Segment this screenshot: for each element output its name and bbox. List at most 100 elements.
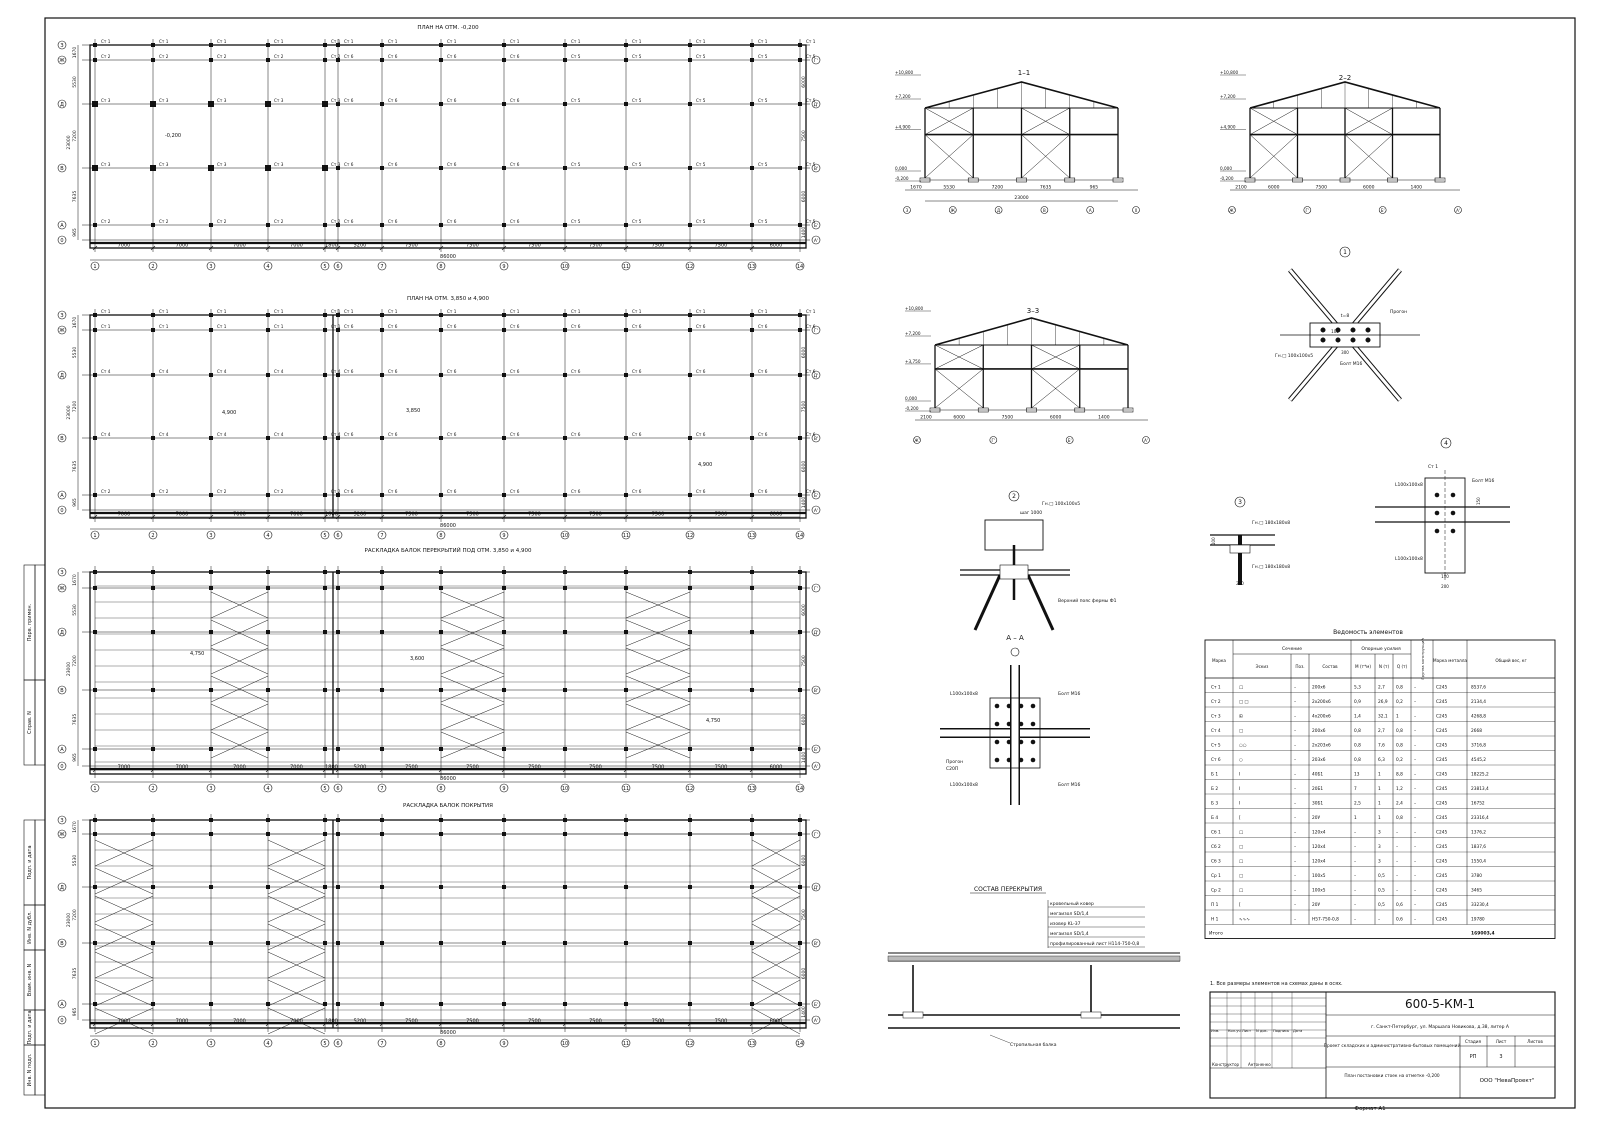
dimension-tick (623, 245, 629, 251)
column-label: Ст 1 (632, 309, 642, 314)
brace (1249, 134, 1298, 179)
column-marker (688, 885, 692, 889)
column-label: Ст 6 (696, 489, 706, 494)
dimension-text: 5530 (943, 185, 955, 191)
axis-number: 8 (439, 1041, 442, 1047)
column-marker (150, 101, 156, 107)
dimension-text: 7635 (72, 461, 78, 473)
column-label: Ст 2 (101, 54, 111, 59)
axis-marker-bottom (560, 530, 570, 540)
schedule-cell: 0,2 (1396, 757, 1403, 763)
sheet-frame (44, 17, 1576, 1109)
schedule-cell: 0,8 (1354, 757, 1361, 763)
dimension-text: 7200 (72, 401, 78, 413)
column-label: Ст 5 (571, 162, 581, 167)
schedule-cell: 1 (1378, 786, 1381, 792)
level-mark: 4,900 (698, 462, 712, 468)
column-marker (688, 166, 692, 170)
column-marker (92, 165, 98, 171)
dimension-tick (379, 245, 385, 251)
axis-marker-bottom (333, 261, 343, 271)
column-label: Ст 5 (632, 54, 642, 59)
column-marker (336, 818, 340, 822)
brace (625, 675, 691, 703)
axis-letter: 0 (60, 508, 63, 514)
axis-letter: Ж' (1229, 208, 1234, 213)
dimension-text: 965 (1090, 185, 1099, 191)
schedule-cell: 20У (1312, 815, 1320, 821)
side-stamp-label: Справ. N (27, 711, 33, 734)
column-marker (380, 373, 384, 377)
column-marker (209, 493, 213, 497)
dimension-text: 965 (72, 753, 78, 762)
column-marker (563, 102, 567, 106)
total-dimension: 86000 (440, 776, 456, 782)
column-label: Ст 3 (217, 162, 227, 167)
dimension-tick (335, 245, 341, 251)
node-marker (1440, 437, 1452, 449)
column-marker (151, 630, 155, 634)
schedule-cell: С245 (1436, 859, 1447, 865)
column-marker (439, 328, 443, 332)
column-label: Ст 1 (806, 309, 816, 314)
axis-marker-bottom (206, 530, 216, 540)
column-marker (266, 688, 270, 692)
tb-role: Конструктор (1212, 1062, 1240, 1067)
column-label: Ст 1 (159, 324, 169, 329)
axis-letter: А' (814, 1018, 818, 1024)
axis-number: 7 (380, 533, 383, 539)
axis-marker-bottom (320, 530, 330, 540)
schedule-cell: I (1239, 772, 1240, 778)
column-marker (323, 43, 327, 47)
dimension-text: 6000 (801, 347, 807, 359)
column-label: Ст 6 (447, 162, 457, 167)
schedule-cell: 0,8 (1396, 728, 1403, 734)
column-marker (502, 586, 506, 590)
axis-marker-bottom (747, 783, 757, 793)
column-marker (151, 586, 155, 590)
axis-letter: Д' (814, 630, 819, 636)
dimension-tick (379, 1021, 385, 1027)
bolt (1030, 757, 1036, 763)
column-marker (336, 885, 340, 889)
tb-col-header: Дата (1293, 1029, 1302, 1033)
column-label: Ст 6 (632, 324, 642, 329)
axis-letter: А' (814, 238, 818, 244)
level-mark: 0,000 (905, 396, 917, 401)
schedule-cell: □ (1239, 831, 1243, 836)
stamp-cell (34, 1009, 46, 1046)
dimension-text: 7500 (715, 765, 728, 771)
node-label: 200 (1441, 584, 1449, 589)
axis-marker-left (57, 99, 67, 109)
side-stamp-label: Инв. N дубл. (27, 911, 33, 944)
total-dimension: 23000 (66, 135, 72, 149)
column-label: Ст 6 (510, 54, 520, 59)
node-label: шаг 1000 (1020, 510, 1042, 516)
column-marker (380, 102, 384, 106)
column-label: Ст 6 (344, 219, 354, 224)
column-marker (209, 818, 213, 822)
node-label: С20П (946, 766, 958, 772)
dimension-tick (265, 1021, 271, 1027)
column-marker (380, 43, 384, 47)
column-label: Ст 6 (758, 489, 768, 494)
tb-person: Антоненко (1248, 1062, 1271, 1067)
axis-marker-left (57, 1015, 67, 1025)
axis-number: 6 (336, 786, 339, 792)
axis-letter: В (60, 941, 64, 947)
column-marker (798, 688, 802, 692)
bolt (1320, 327, 1326, 333)
brace (625, 591, 691, 619)
column-marker (151, 373, 155, 377)
schedule-cell: 20Б1 (1312, 786, 1323, 792)
axis-number: 2 (151, 1041, 154, 1047)
axis-letter: 0 (60, 238, 63, 244)
schedule-cell: 1837,6 (1471, 844, 1486, 850)
schedule-cell: – (1294, 729, 1296, 734)
column-marker (750, 436, 754, 440)
dimension-tick (208, 767, 214, 773)
axis-marker-bottom (560, 261, 570, 271)
column-marker (624, 941, 628, 945)
column-marker (439, 941, 443, 945)
dimension-tick (265, 767, 271, 773)
